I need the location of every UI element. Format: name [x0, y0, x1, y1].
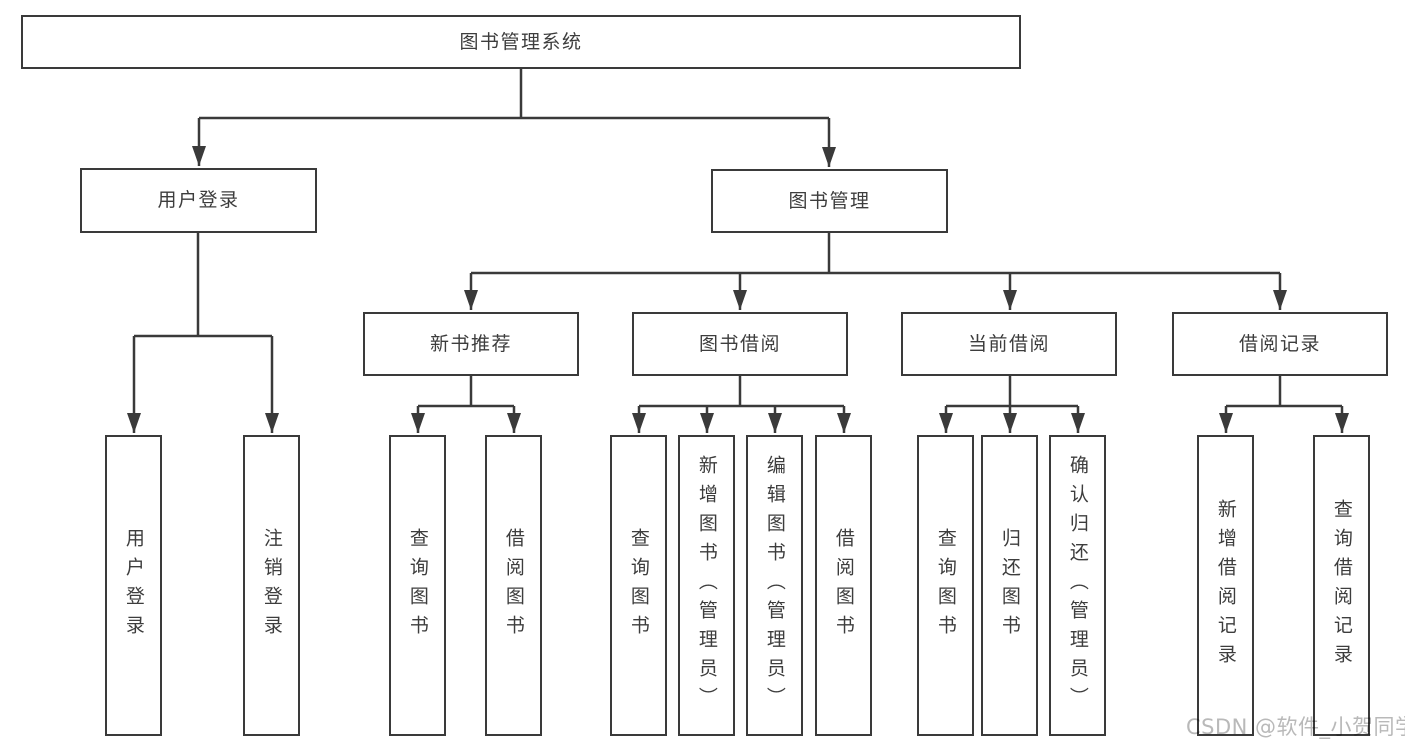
leaf-user-login: 用户登录	[105, 435, 162, 736]
node-book-borrow: 图书借阅	[632, 312, 848, 376]
leaf-label: 查询图书	[934, 527, 957, 644]
node-label: 图书管理	[788, 189, 871, 212]
node-label: 当前借阅	[967, 332, 1050, 355]
leaf-logout: 注销登录	[243, 435, 300, 736]
node-book-management: 图书管理	[711, 169, 948, 233]
leaf-label: 借阅图书	[502, 527, 525, 644]
leaf-add-books-admin: 新增图书（管理员）	[678, 435, 735, 736]
node-label: 借阅记录	[1238, 332, 1321, 355]
leaf-add-borrow-record: 新增借阅记录	[1197, 435, 1254, 736]
leaf-label: 查询图书	[627, 527, 650, 644]
leaf-query-borrow-record: 查询借阅记录	[1313, 435, 1370, 736]
node-borrow-records: 借阅记录	[1172, 312, 1388, 376]
leaf-label: 用户登录	[122, 527, 145, 644]
leaf-edit-books-admin: 编辑图书（管理员）	[746, 435, 803, 736]
node-label: 新书推荐	[429, 332, 512, 355]
leaf-label: 借阅图书	[832, 527, 855, 644]
leaf-borrow-books-2: 借阅图书	[815, 435, 872, 736]
leaf-query-books-3: 查询图书	[917, 435, 974, 736]
leaf-label: 查询借阅记录	[1330, 498, 1353, 673]
leaf-label: 查询图书	[406, 527, 429, 644]
leaf-confirm-return-admin: 确认归还（管理员）	[1049, 435, 1106, 736]
leaf-label: 确认归还（管理员）	[1066, 455, 1089, 716]
leaf-label: 归还图书	[998, 527, 1021, 644]
leaf-query-books-1: 查询图书	[389, 435, 446, 736]
node-current-borrow: 当前借阅	[901, 312, 1117, 376]
leaf-label: 编辑图书（管理员）	[763, 455, 786, 716]
root-label: 图书管理系统	[459, 30, 583, 53]
leaf-borrow-books-1: 借阅图书	[485, 435, 542, 736]
leaf-label: 新增图书（管理员）	[695, 455, 718, 716]
leaf-label: 新增借阅记录	[1214, 498, 1237, 673]
node-user-login: 用户登录	[80, 168, 317, 233]
leaf-return-books: 归还图书	[981, 435, 1038, 736]
node-new-book-recommend: 新书推荐	[363, 312, 579, 376]
leaf-query-books-2: 查询图书	[610, 435, 667, 736]
node-label: 用户登录	[157, 189, 240, 212]
root-box-system: 图书管理系统	[21, 15, 1021, 69]
node-label: 图书借阅	[698, 332, 781, 355]
leaf-label: 注销登录	[260, 527, 283, 644]
csdn-watermark: CSDN @软件_小贺同学	[1186, 715, 1405, 739]
